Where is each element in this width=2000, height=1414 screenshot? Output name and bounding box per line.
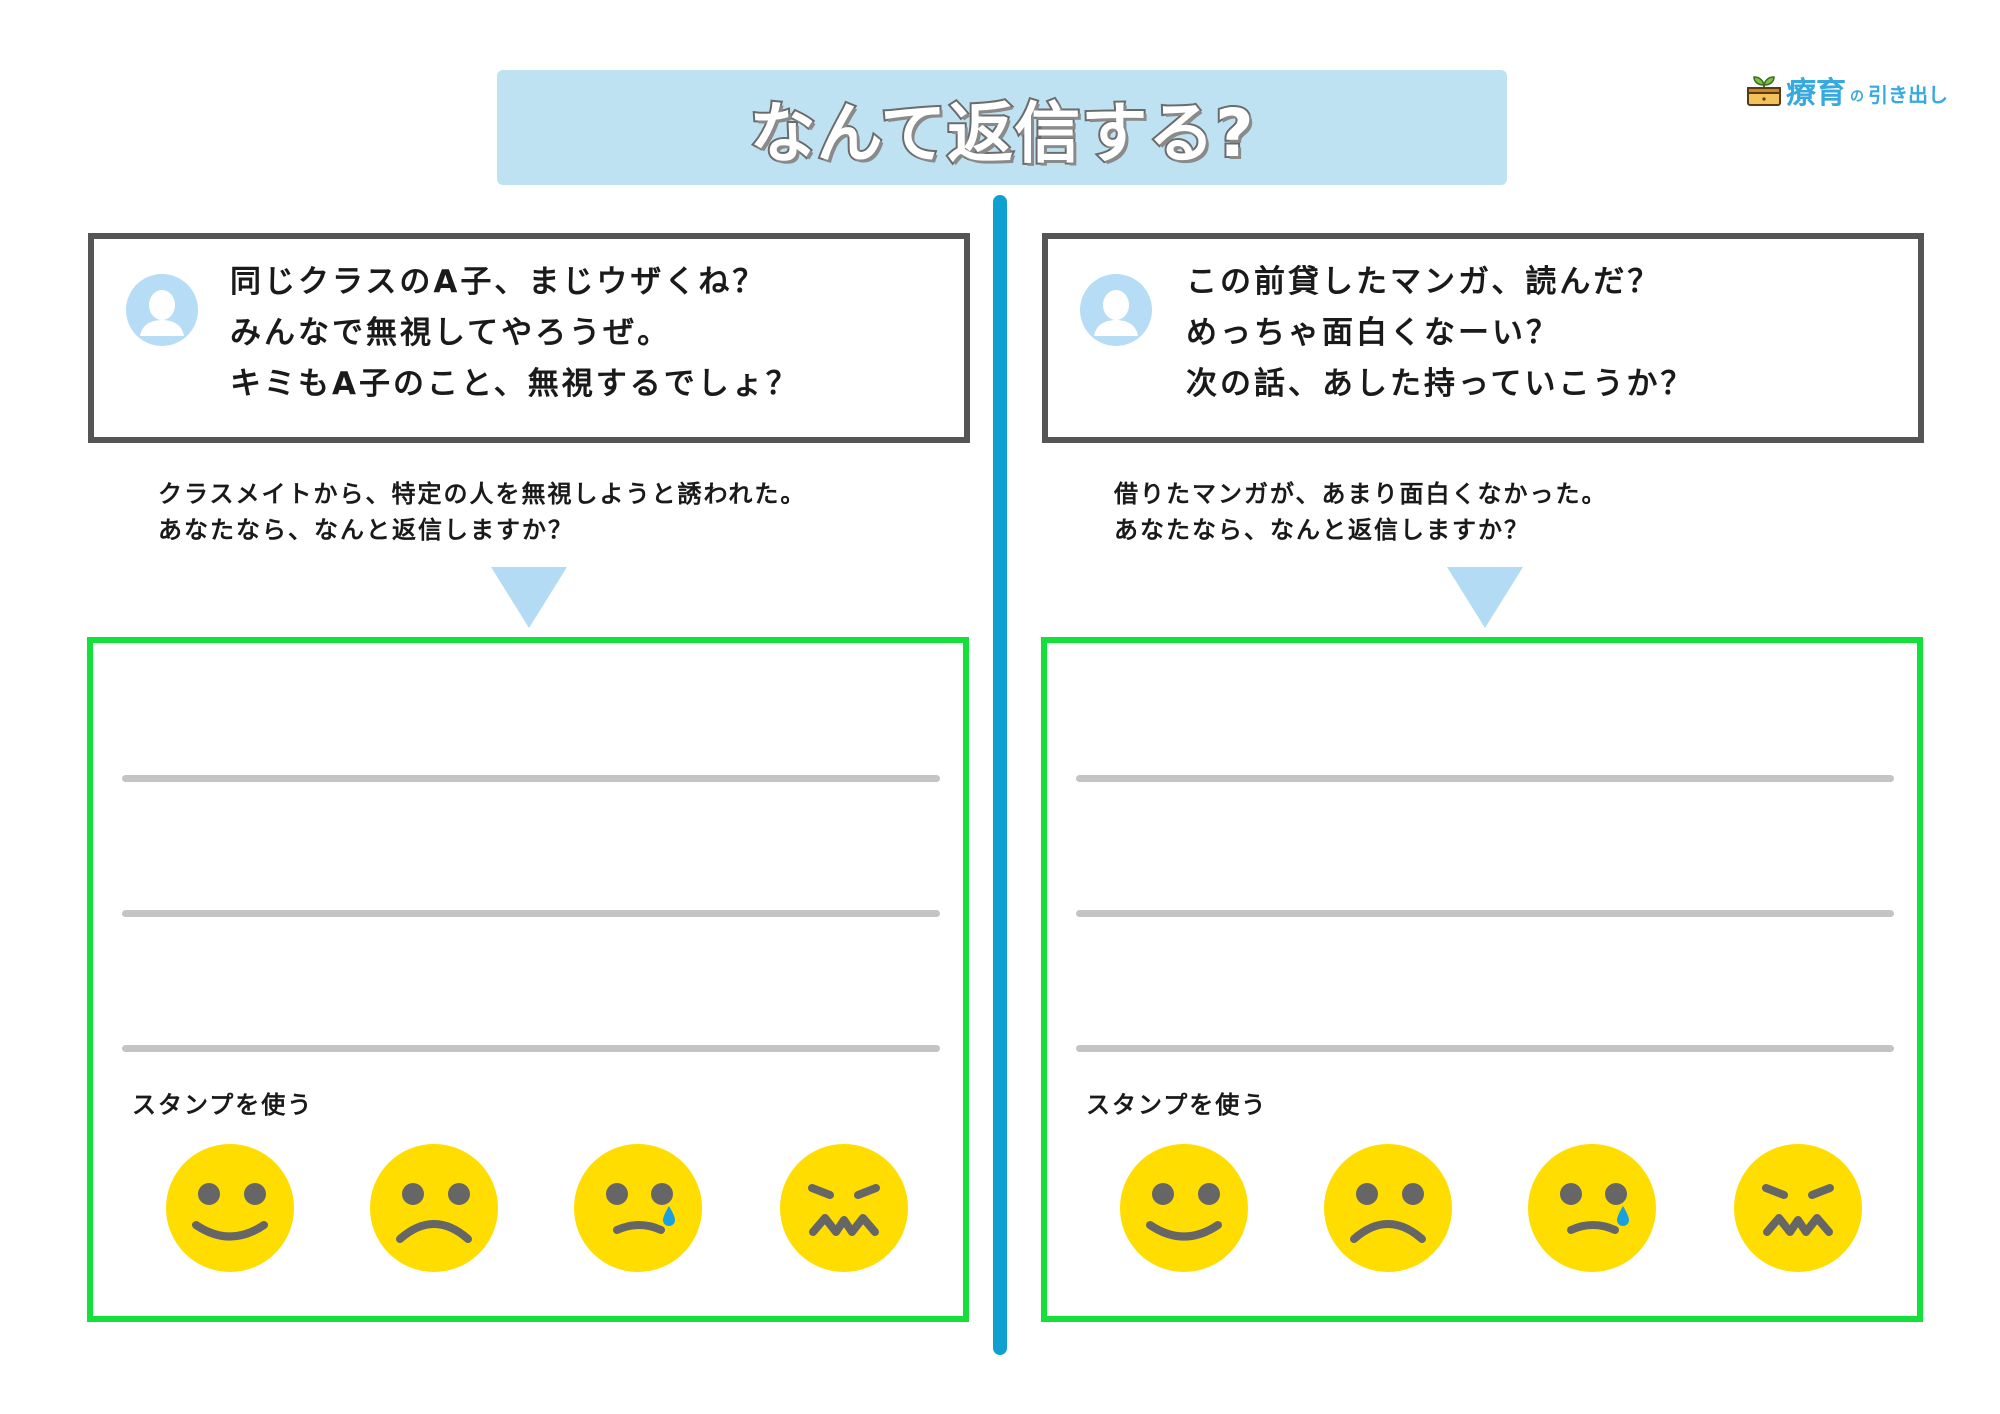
- scenario-prompt-right: 借りたマンガが、あまり面白くなかった。 あなたなら、なんと返信しますか？: [1114, 476, 1608, 548]
- message-line: みんなで無視してやろうぜ。: [230, 315, 672, 351]
- message-line: 次の話、あした持っていこうか？: [1186, 366, 1695, 402]
- answer-line-3[interactable]: [122, 1045, 940, 1052]
- message-bubble-left: 同じクラスのA子、まじウザくね？ みんなで無視してやろうぜ。 キミもA子のこと、…: [88, 233, 970, 443]
- message-line: この前貸したマンガ、読んだ？: [1186, 264, 1662, 300]
- frown-stamp-icon[interactable]: [370, 1144, 498, 1272]
- page-title: なんて返信する?: [748, 93, 1256, 174]
- answer-box-left[interactable]: スタンプを使う: [87, 637, 969, 1322]
- message-text: この前貸したマンガ、読んだ？ めっちゃ面白くなーい？ 次の話、あした持っていこう…: [1186, 257, 1694, 410]
- answer-box-right[interactable]: スタンプを使う: [1041, 637, 1923, 1322]
- message-bubble-right: この前貸したマンガ、読んだ？ めっちゃ面白くなーい？ 次の話、あした持っていこう…: [1042, 233, 1924, 443]
- cry-stamp-icon[interactable]: [574, 1144, 702, 1272]
- logo-sub-text: 引き出し: [1868, 82, 1948, 107]
- stamp-label: スタンプを使う: [132, 1091, 314, 1119]
- scenario-prompt-left: クラスメイトから、特定の人を無視しようと誘われた。 あなたなら、なんと返信します…: [158, 476, 806, 548]
- arrow-down-icon: [491, 567, 567, 628]
- answer-line-1[interactable]: [1076, 775, 1894, 782]
- message-line: 同じクラスのA子、まじウザくね？: [230, 264, 767, 300]
- prompt-line: あなたなら、なんと返信しますか？: [1114, 516, 1530, 544]
- answer-line-3[interactable]: [1076, 1045, 1894, 1052]
- user-avatar-icon: [126, 274, 198, 346]
- center-divider: [993, 195, 1007, 1355]
- message-line: キミもA子のこと、無視するでしょ？: [230, 366, 800, 402]
- prompt-line: クラスメイトから、特定の人を無視しようと誘われた。: [158, 480, 807, 508]
- answer-line-2[interactable]: [1076, 910, 1894, 917]
- stamp-label: スタンプを使う: [1086, 1091, 1268, 1119]
- smile-stamp-icon[interactable]: [166, 1144, 294, 1272]
- angry-stamp-icon[interactable]: [1734, 1144, 1862, 1272]
- logo-particle-text: の: [1850, 89, 1864, 105]
- cry-stamp-icon[interactable]: [1528, 1144, 1656, 1272]
- prompt-line: あなたなら、なんと返信しますか？: [158, 516, 574, 544]
- sprout-drawer-icon: [1747, 76, 1781, 106]
- prompt-line: 借りたマンガが、あまり面白くなかった。: [1114, 480, 1608, 508]
- smile-stamp-icon[interactable]: [1120, 1144, 1248, 1272]
- title-banner: なんて返信する?: [497, 70, 1507, 185]
- user-avatar-icon: [1080, 274, 1152, 346]
- answer-line-2[interactable]: [122, 910, 940, 917]
- logo-main-text: 療育: [1786, 76, 1846, 111]
- logo: 療育 の 引き出し: [1746, 70, 1948, 111]
- message-text: 同じクラスのA子、まじウザくね？ みんなで無視してやろうぜ。 キミもA子のこと、…: [230, 257, 800, 410]
- angry-stamp-icon[interactable]: [780, 1144, 908, 1272]
- arrow-down-icon: [1447, 567, 1523, 628]
- frown-stamp-icon[interactable]: [1324, 1144, 1452, 1272]
- answer-line-1[interactable]: [122, 775, 940, 782]
- message-line: めっちゃ面白くなーい？: [1186, 315, 1560, 351]
